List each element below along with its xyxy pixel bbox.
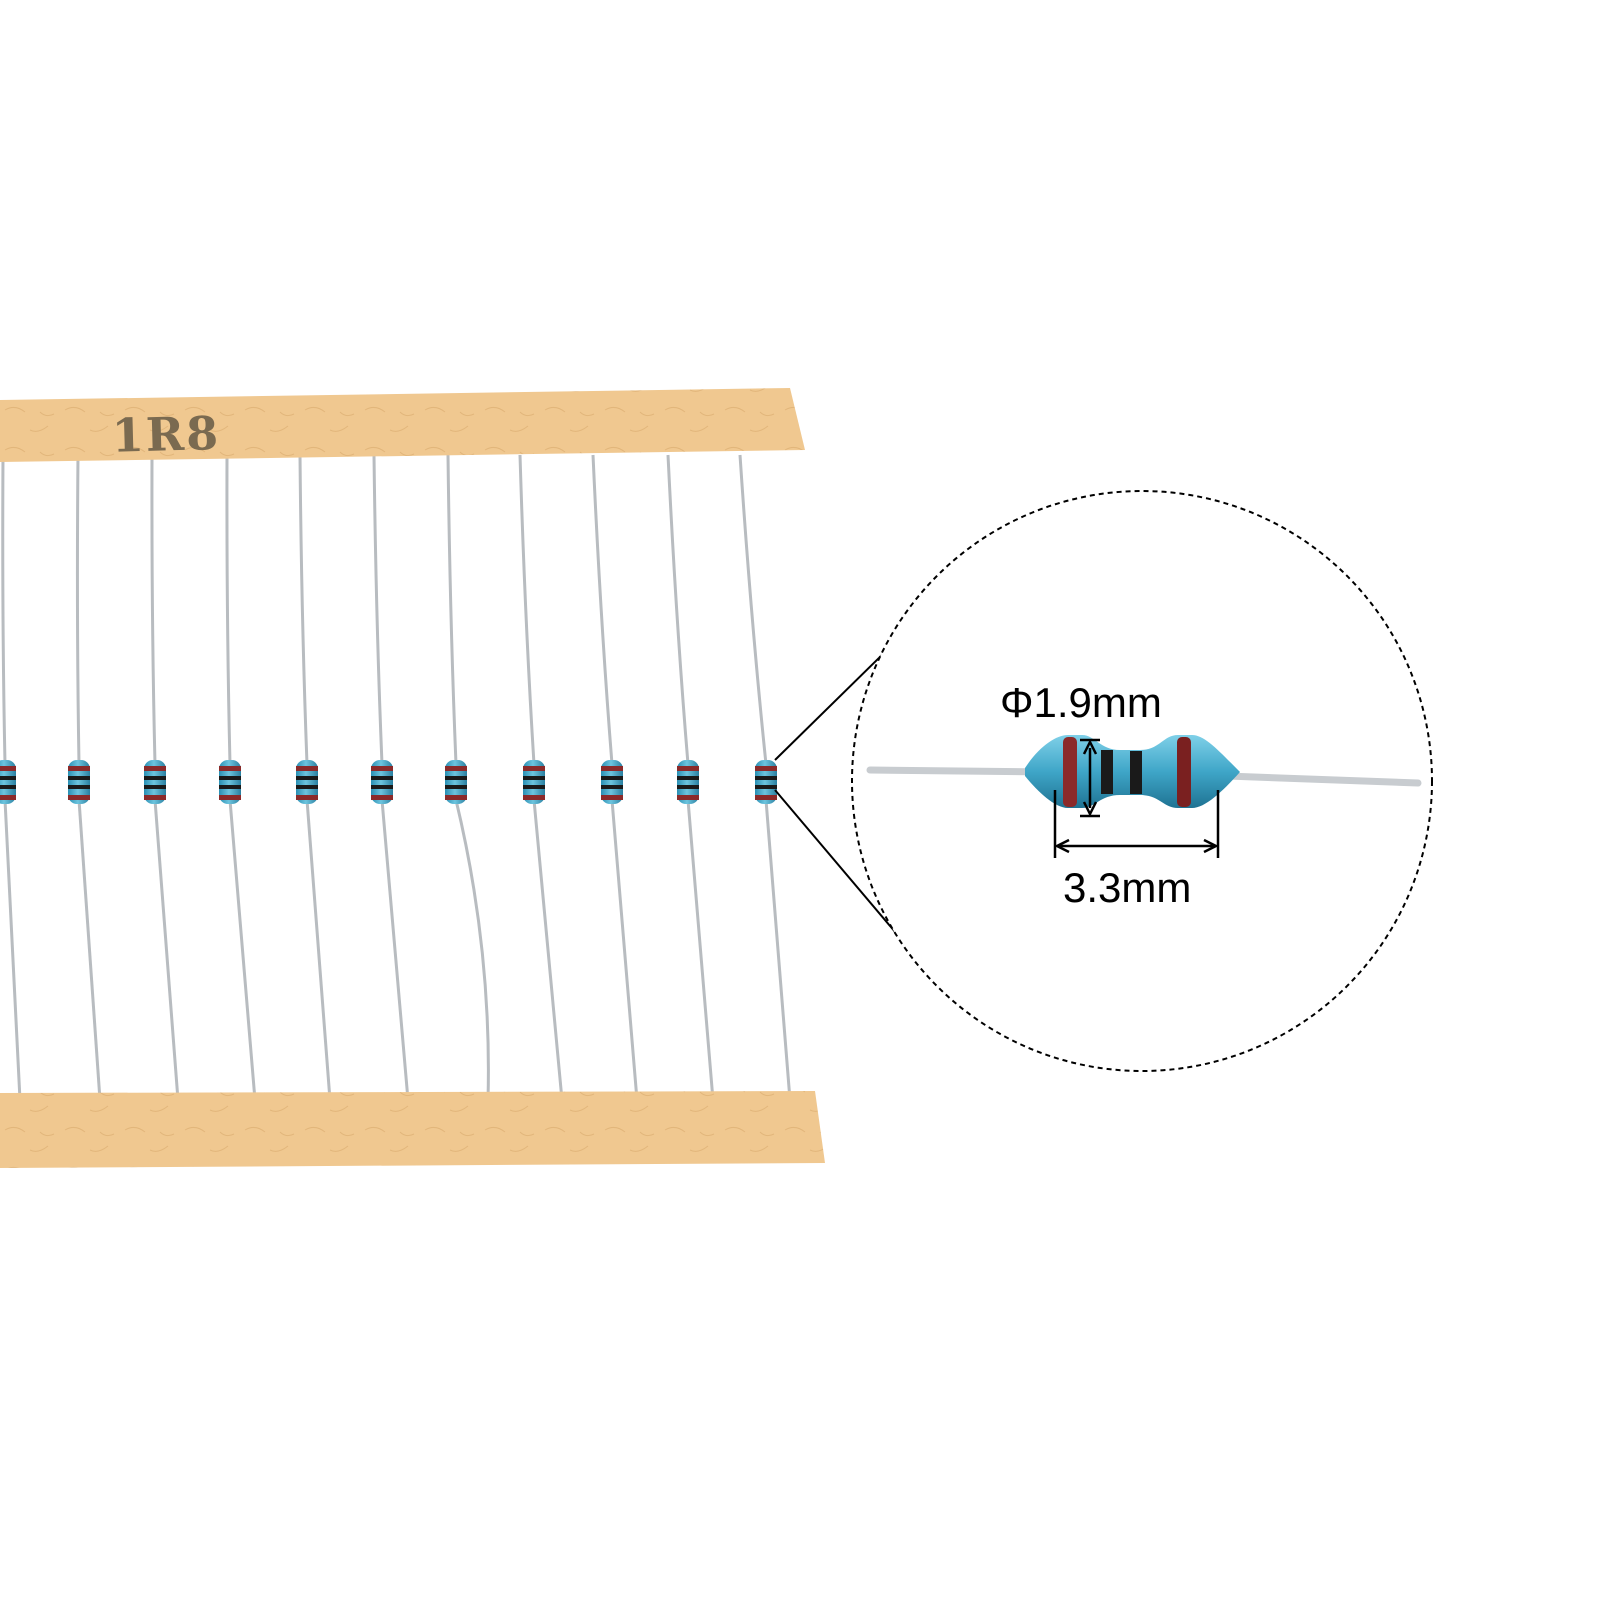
resistor-band bbox=[755, 776, 777, 780]
resistor-band bbox=[445, 795, 467, 800]
diameter-label: Φ1.9mm bbox=[1000, 679, 1162, 726]
resistor-band bbox=[445, 766, 467, 771]
resistor-band bbox=[296, 795, 318, 800]
resistor-band bbox=[523, 766, 545, 771]
resistor-lead-bottom bbox=[610, 799, 639, 1101]
zoomed-band-3 bbox=[1130, 751, 1142, 794]
resistor-band bbox=[523, 795, 545, 800]
resistor-band bbox=[68, 776, 90, 780]
top-tape bbox=[0, 388, 805, 462]
resistor-band bbox=[144, 776, 166, 780]
resistor-band bbox=[371, 776, 393, 780]
resistor-band bbox=[755, 785, 777, 789]
resistor-band bbox=[371, 766, 393, 771]
resistor-lead-bottom bbox=[686, 799, 715, 1101]
resistor-band bbox=[296, 776, 318, 780]
resistor-band bbox=[371, 785, 393, 789]
zoomed-lead-left bbox=[866, 766, 1054, 776]
resistor-lead-top bbox=[150, 454, 157, 765]
resistor-band bbox=[677, 776, 699, 780]
resistor-lead-bottom bbox=[3, 799, 22, 1101]
resistor-lead-bottom bbox=[764, 799, 792, 1101]
zoomed-band-2 bbox=[1101, 750, 1113, 794]
resistor-band bbox=[445, 785, 467, 789]
resistor-lead-top bbox=[372, 454, 384, 765]
resistor-band bbox=[144, 785, 166, 789]
resistor-band bbox=[0, 785, 16, 789]
resistor-band bbox=[219, 785, 241, 789]
resistor-lead-top bbox=[75, 454, 81, 765]
resistor-band bbox=[0, 776, 16, 780]
resistor-band bbox=[601, 766, 623, 771]
resistor-band bbox=[677, 795, 699, 800]
resistor-band bbox=[144, 795, 166, 800]
resistor bbox=[371, 760, 393, 804]
resistor-band bbox=[68, 785, 90, 789]
resistor bbox=[677, 760, 699, 804]
zoomed-lead-right bbox=[1196, 771, 1422, 787]
resistor-band bbox=[0, 766, 16, 771]
resistor-band bbox=[677, 785, 699, 789]
resistor-lead-top bbox=[591, 454, 614, 765]
tape-marking: 1R8 bbox=[111, 406, 221, 463]
resistor-band bbox=[219, 776, 241, 780]
resistor-lead-bottom bbox=[380, 799, 410, 1101]
resistor-lead-top bbox=[738, 454, 768, 765]
resistor-band bbox=[219, 766, 241, 771]
resistor-lead-top bbox=[298, 454, 309, 765]
resistor bbox=[296, 760, 318, 804]
resistor-lead-bottom bbox=[77, 799, 102, 1101]
resistor-band bbox=[755, 795, 777, 800]
resistor-lead-top bbox=[666, 454, 690, 765]
resistor bbox=[219, 760, 241, 804]
resistor-band bbox=[601, 785, 623, 789]
resistor-band bbox=[144, 766, 166, 771]
resistor bbox=[144, 760, 166, 804]
zoomed-band-4 bbox=[1177, 737, 1191, 807]
resistor-band bbox=[371, 795, 393, 800]
resistor-band bbox=[523, 776, 545, 780]
resistor-band bbox=[445, 776, 467, 780]
resistor-band bbox=[601, 795, 623, 800]
diameter-dimension bbox=[1080, 738, 1100, 818]
length-label: 3.3mm bbox=[1063, 864, 1191, 911]
resistor bbox=[523, 760, 545, 804]
resistor bbox=[755, 760, 777, 804]
resistor bbox=[601, 760, 623, 804]
resistor-body bbox=[0, 760, 16, 804]
resistor bbox=[445, 760, 467, 804]
resistor-band bbox=[219, 795, 241, 800]
resistor-band bbox=[601, 776, 623, 780]
resistor-band bbox=[296, 766, 318, 771]
resistor-lead-top bbox=[225, 454, 232, 765]
resistor-lead-top bbox=[1, 454, 7, 765]
resistor-lead-top bbox=[518, 454, 536, 765]
resistor-lead-bottom bbox=[228, 799, 257, 1101]
resistor-band bbox=[0, 795, 16, 800]
resistor-lead-bottom bbox=[454, 799, 490, 1101]
resistor-lead-top bbox=[446, 454, 458, 765]
resistor-band bbox=[68, 795, 90, 800]
resistor-band bbox=[68, 766, 90, 771]
resistor-band bbox=[523, 785, 545, 789]
resistor bbox=[68, 760, 90, 804]
resistor-band bbox=[677, 766, 699, 771]
resistor-lead-bottom bbox=[532, 799, 564, 1101]
resistor-bodies bbox=[0, 760, 777, 804]
resistor-leads bbox=[1, 454, 792, 1101]
resistor bbox=[0, 760, 16, 804]
zoomed-resistor bbox=[866, 735, 1422, 808]
bottom-tape bbox=[0, 1091, 825, 1168]
resistor-band bbox=[296, 785, 318, 789]
resistor-lead-bottom bbox=[153, 799, 180, 1101]
resistor-lead-bottom bbox=[305, 799, 332, 1101]
length-dimension bbox=[1053, 790, 1220, 858]
zoomed-band-1 bbox=[1063, 737, 1077, 807]
resistor-band bbox=[755, 766, 777, 771]
